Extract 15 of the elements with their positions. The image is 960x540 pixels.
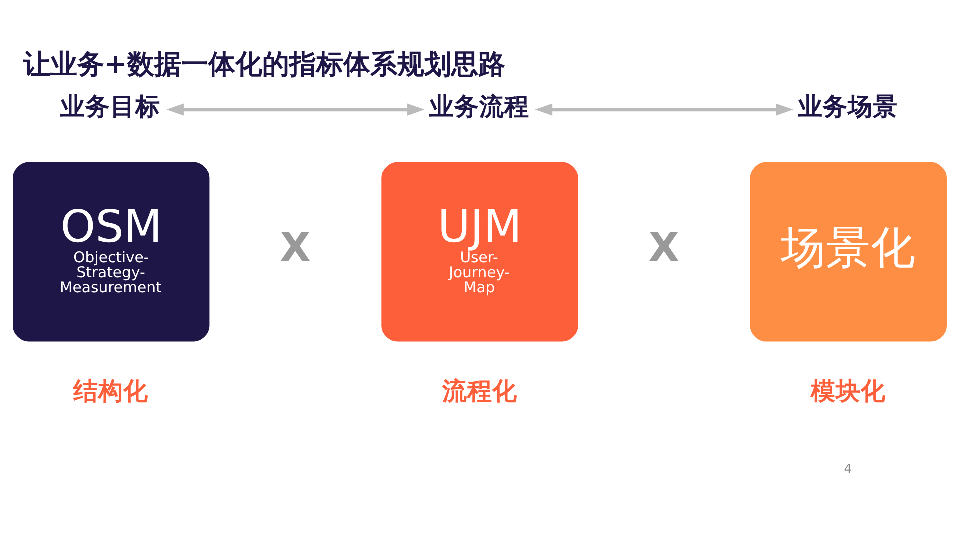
diagram-title: 让业务+数据一体化的指标体系规划思路 — [24, 49, 506, 80]
node-box: OSM Objective- Strategy- Measurement — [13, 162, 210, 342]
label: 4 — [844, 462, 852, 476]
node-label: 流程化 — [442, 376, 518, 406]
label: X — [648, 224, 680, 271]
arrow — [166, 104, 425, 116]
node-text: 业务流程 — [429, 92, 530, 121]
node-label: 结构化 — [74, 376, 149, 406]
node-box: UJM User- Journey- Map — [382, 162, 578, 342]
node-box: 场景化 — [750, 162, 947, 342]
node-text: 业务场景 — [798, 92, 898, 121]
label: X — [280, 224, 311, 271]
node-text: 业务目标 — [60, 92, 161, 121]
arrow — [535, 104, 794, 116]
node-label: 模块化 — [810, 376, 886, 406]
